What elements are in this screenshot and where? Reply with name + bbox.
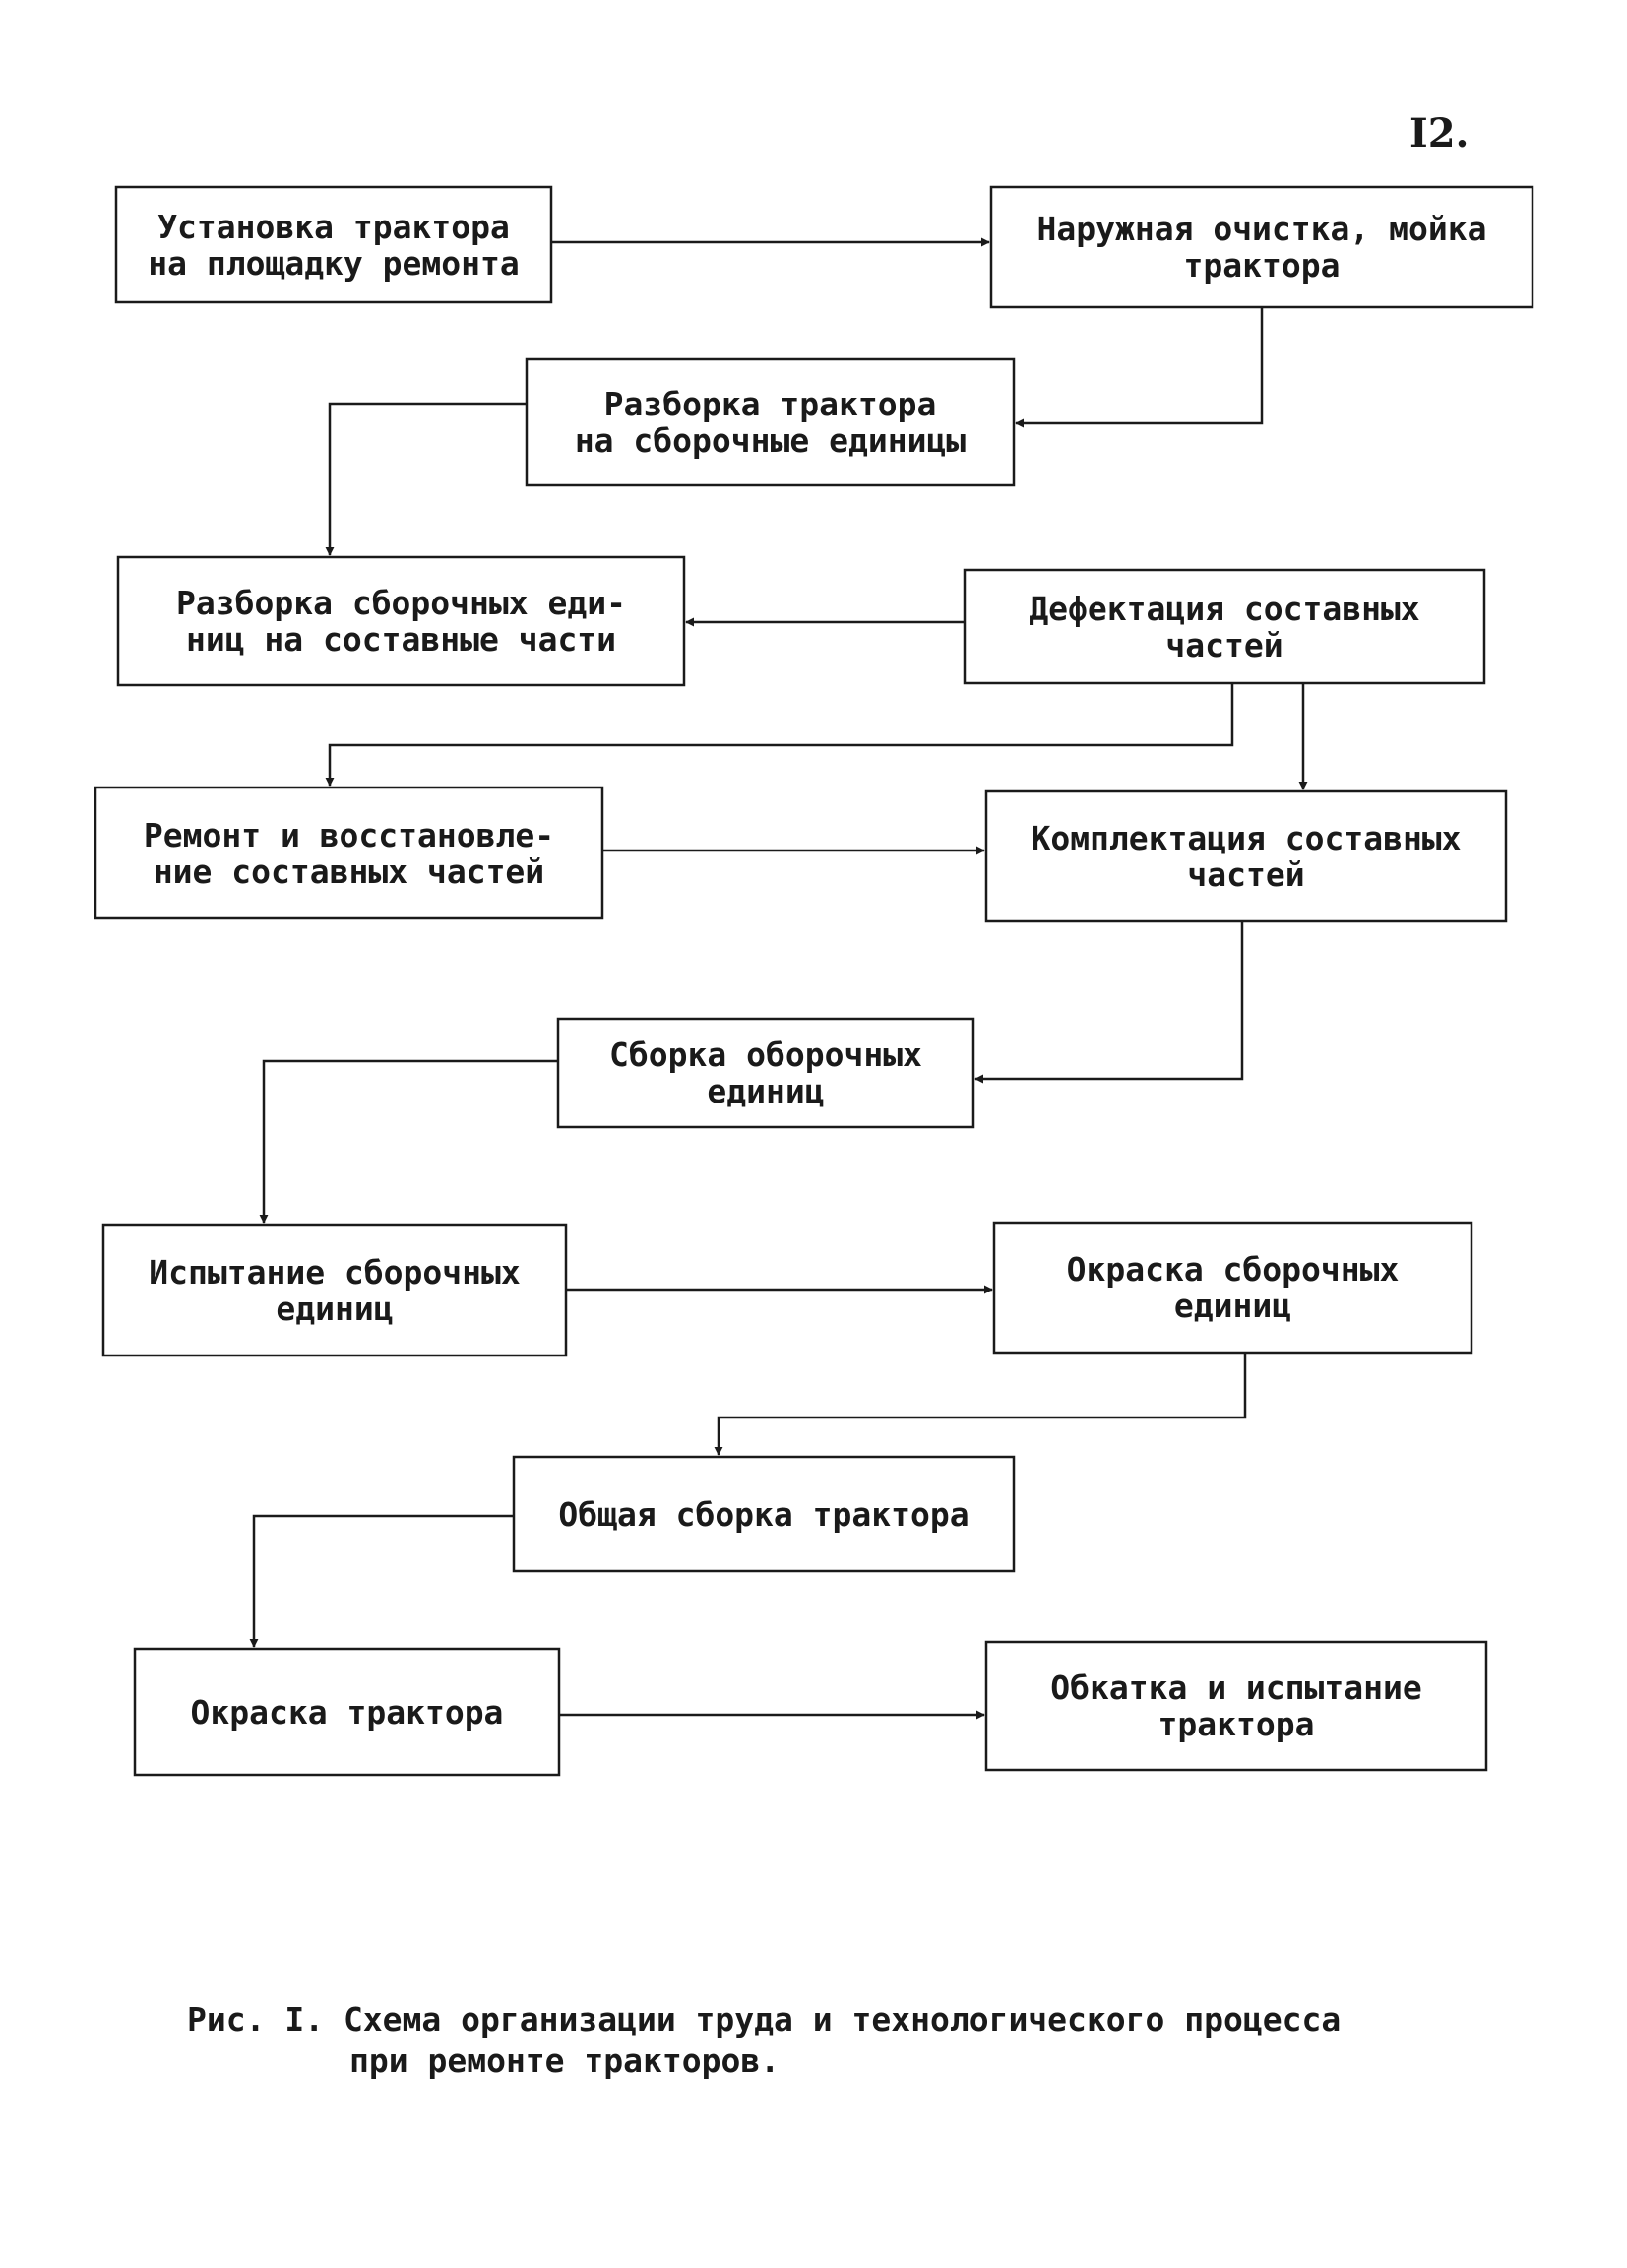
page-number: I2.: [1409, 110, 1470, 157]
label-repair: Ремонт и восстановле- ние составных част…: [143, 815, 555, 891]
arrow-defect-to-repair: [325, 683, 1234, 787]
label-wash: Наружная очистка, мойка трактора: [1036, 210, 1487, 284]
arrow-assemble-units-to-test-units: [259, 1059, 558, 1224]
box-paint-tractor: [133, 1647, 561, 1777]
label-assemble-units: Сборка оборочных единиц: [609, 1036, 922, 1110]
label-disassemble-units: Разборка трактора на сборочные единицы: [574, 385, 967, 460]
box-disassemble-parts: [116, 555, 686, 687]
box-defect: [963, 568, 1486, 685]
label-run-in: Обкатка и испытание трактора: [1050, 1669, 1422, 1743]
box-assemble-units: [556, 1017, 975, 1129]
box-paint-units: [992, 1221, 1473, 1354]
label-disassemble-parts: Разборка сборочных еди- ниц на составные…: [176, 584, 626, 659]
label-paint-tractor: Окраска трактора: [190, 1692, 504, 1732]
box-install: [114, 185, 553, 304]
arrow-wash-to-disassemble-units: [1015, 307, 1264, 428]
label-install: Установка трактора на площадку ремонта: [148, 207, 520, 283]
box-general-assembly: [512, 1455, 1016, 1573]
arrow-complete-to-assemble-units: [974, 921, 1244, 1084]
figure-caption-line-2: при ремонте тракторов.: [349, 2042, 781, 2080]
arrow-general-assembly-to-paint-tractor: [249, 1514, 514, 1648]
label-general-assembly: Общая сборка трактора: [558, 1494, 970, 1534]
figure-caption-line-1: Рис. I. Схема организации труда и технол…: [187, 2000, 1342, 2039]
label-paint-units: Окраска сборочных единиц: [1066, 1250, 1400, 1325]
label-defect: Дефектация составных частей: [1029, 589, 1420, 664]
label-complete: Комплектация составных частей: [1031, 819, 1462, 894]
box-run-in: [984, 1640, 1488, 1772]
arrow-disassemble-units-to-parts: [325, 402, 527, 556]
arrow-paint-units-to-general-assembly: [714, 1353, 1247, 1456]
label-test-units: Испытание сборочных единиц: [149, 1252, 521, 1328]
box-complete: [984, 789, 1508, 923]
box-disassemble-units: [525, 357, 1016, 487]
box-repair: [94, 786, 604, 920]
